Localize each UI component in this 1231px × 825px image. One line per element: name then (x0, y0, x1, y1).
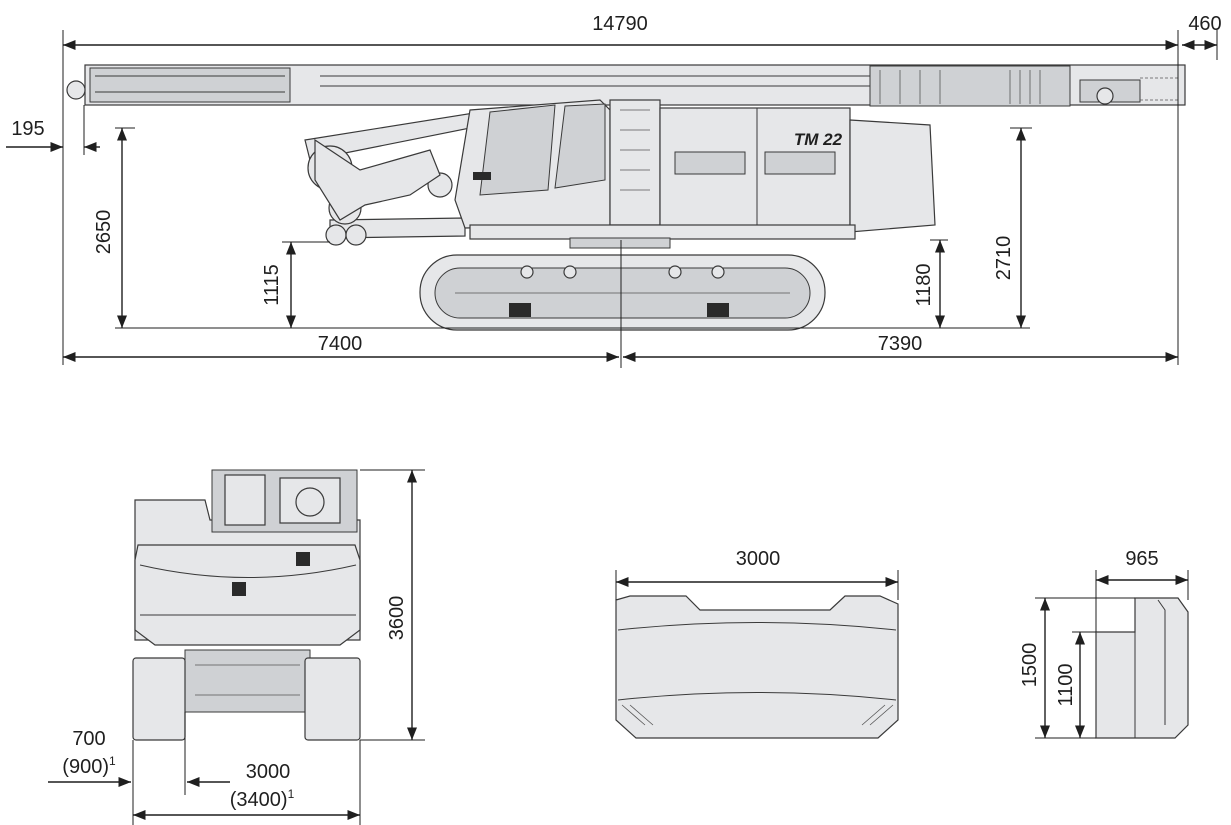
dim-track-width: 700 (72, 728, 105, 750)
dim-counterweight-depth: 965 (1125, 548, 1158, 570)
side-view-machine (66, 64, 1186, 331)
dim-height-boom-pivot: 1115 (261, 264, 283, 306)
front-view-machine (132, 469, 361, 741)
counterweight-side-view (1095, 597, 1189, 739)
model-label: TM 22 (794, 130, 843, 149)
dim-front-height: 3600 (386, 596, 408, 641)
counterweight-side-dimensions: 965 1500 1100 (1019, 548, 1189, 739)
dim-track-gauge-alt: (3400)1 (230, 787, 295, 811)
dim-height-right: 2710 (993, 236, 1015, 281)
dim-track-gauge: 3000 (246, 761, 291, 783)
dim-counterweight-height-partial: 1100 (1055, 663, 1077, 706)
dim-overall-length: 14790 (592, 13, 648, 35)
dim-counterweight-clearance: 1180 (913, 263, 935, 306)
dim-height-left: 2650 (93, 210, 115, 255)
dim-counterweight-width: 3000 (736, 548, 781, 570)
dim-track-width-alt: (900)1 (62, 754, 116, 778)
dim-counterweight-height-total: 1500 (1019, 643, 1041, 688)
dim-mast-extension: 460 (1188, 13, 1221, 35)
dim-length-front: 7400 (318, 333, 363, 355)
front-view-dimensions: 3600 700 (900)1 3000 (3400)1 (48, 469, 425, 825)
side-view-dimensions: 14790 460 195 2650 1115 7400 7390 1180 2… (6, 13, 1222, 368)
counterweight-front-view (615, 595, 899, 739)
dim-length-rear: 7390 (878, 333, 923, 355)
counterweight-front-dimensions: 3000 (615, 548, 899, 600)
dim-front-overhang: 195 (11, 118, 44, 140)
